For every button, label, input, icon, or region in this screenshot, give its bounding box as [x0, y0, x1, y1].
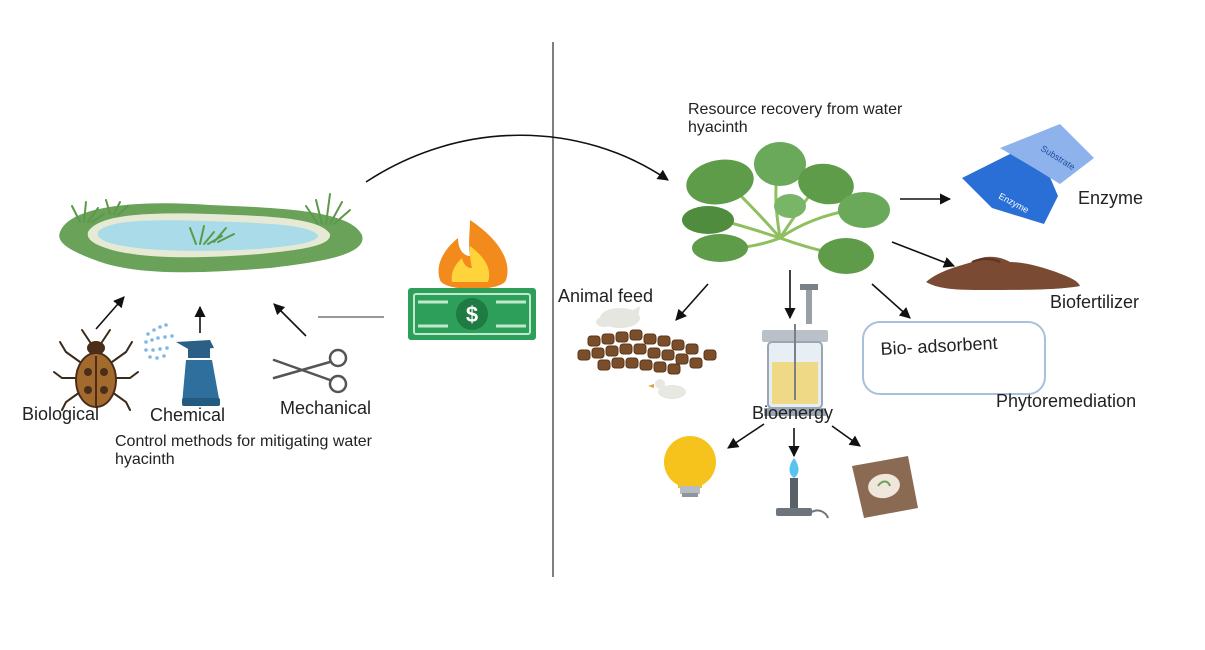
arrow-to-bulb: [727, 423, 765, 449]
arrow-to-bio-adsorbent: [871, 283, 911, 319]
light-bulb-icon: [664, 436, 716, 497]
scissors-icon: [272, 348, 348, 394]
label-chemical: Chemical: [150, 405, 226, 425]
arrow-to-biofertilizer: [891, 241, 956, 268]
label-mechanical: Mechanical: [280, 398, 372, 418]
arrow-to-animal-feed: [675, 283, 709, 321]
label-biological: Biological: [22, 404, 100, 424]
arrow-mechanical: [273, 303, 307, 337]
arrow-biological: [95, 296, 125, 330]
label-bio-adsorbent: Bio- adsorbent: [880, 332, 998, 359]
enzyme-icon: Enzyme Substrate: [962, 124, 1094, 224]
label-phytoremediation: Phytoremediation: [996, 391, 1137, 411]
soil-icon: [926, 256, 1080, 290]
pond-icon: [59, 193, 363, 273]
burning-money-icon: $: [408, 220, 536, 340]
svg-text:$: $: [466, 302, 478, 327]
beetle-icon: [53, 329, 139, 411]
label-biofertilizer: Biofertilizer: [1050, 292, 1140, 312]
feed-pellets-icon: [577, 306, 717, 399]
spray-bottle-icon: [144, 323, 220, 406]
label-animal-feed: Animal feed: [558, 286, 654, 306]
bio-adsorbent-box: Bio- adsorbent: [862, 321, 1046, 395]
resource-recovery-title: Resource recovery from water hyacinth: [688, 101, 903, 137]
control-methods-caption: Control methods for mitigating water hya…: [115, 433, 372, 469]
plant-icon: [682, 142, 890, 274]
burner-icon: [776, 458, 829, 519]
bioreactor-icon: [762, 284, 828, 416]
label-enzyme: Enzyme: [1078, 188, 1144, 208]
fertilizer-bag-icon: [852, 456, 918, 518]
curved-arrow: [365, 134, 669, 183]
arrow-to-fertilizer-bag: [831, 425, 861, 447]
label-bioenergy: Bioenergy: [752, 403, 834, 423]
